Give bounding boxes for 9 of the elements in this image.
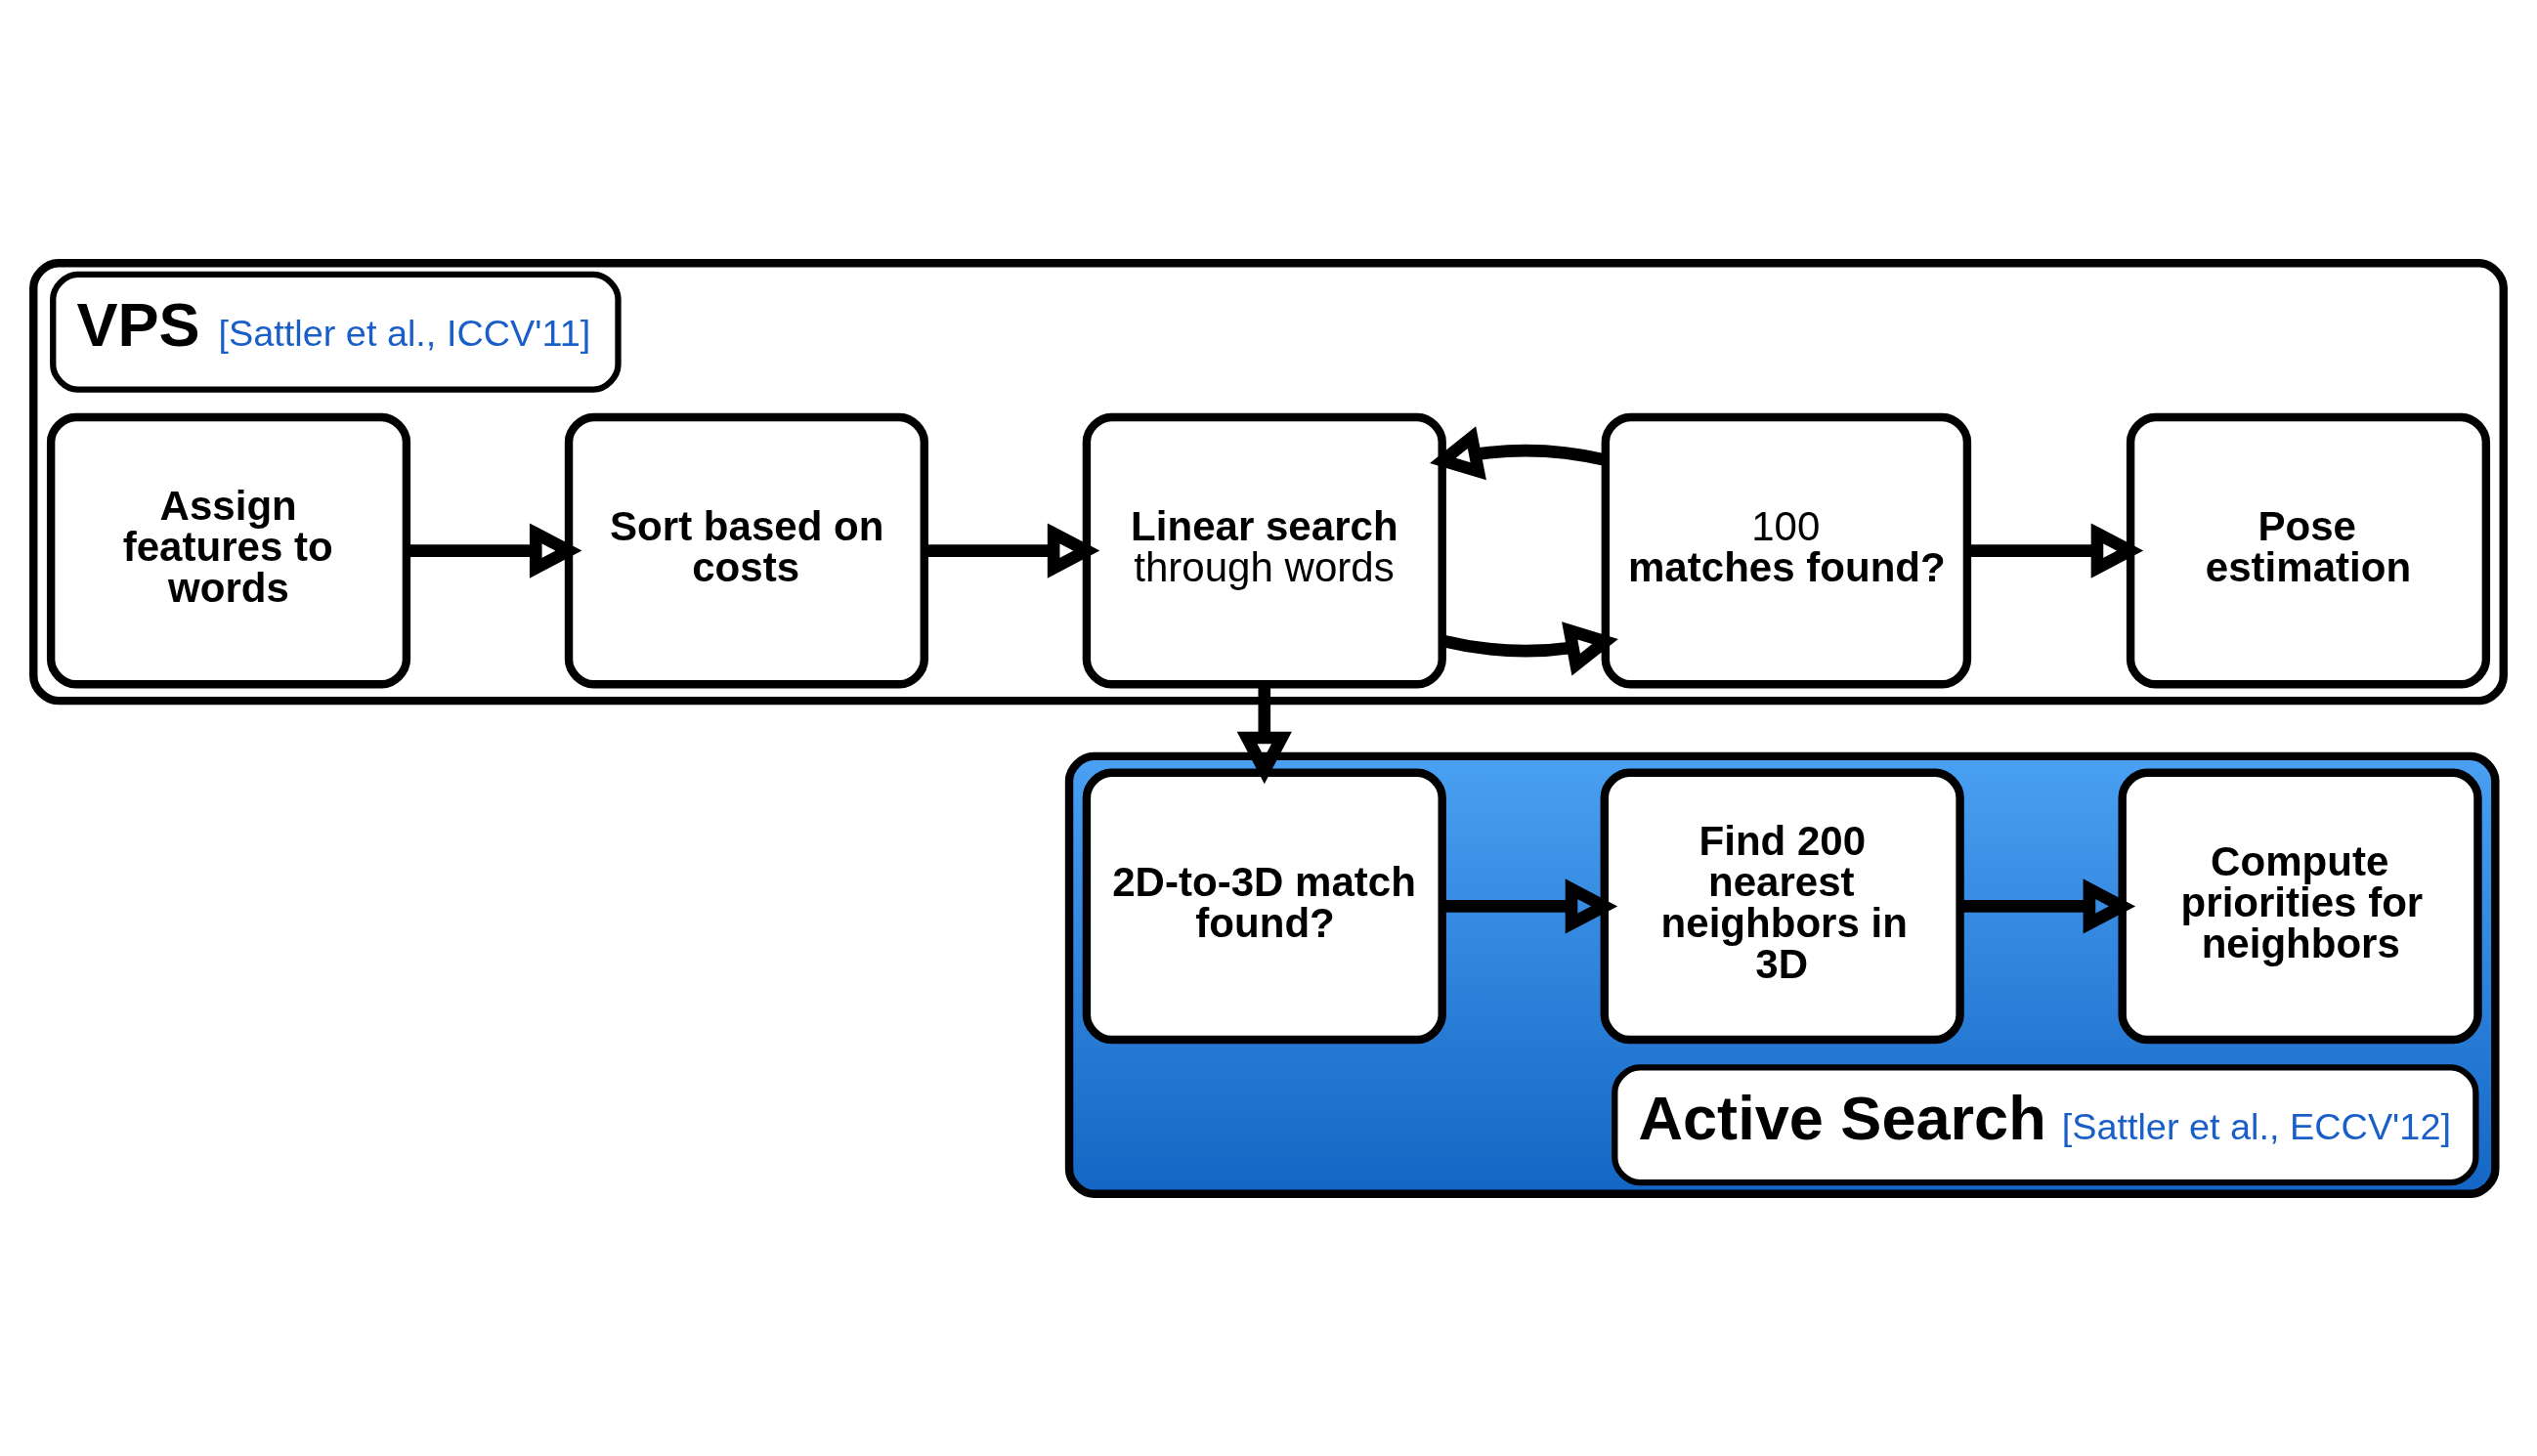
node-box: Linear search through words <box>1082 412 1446 688</box>
node-box: Pose estimation <box>2126 412 2491 688</box>
node-box: 2D-to-3D match found? <box>1082 768 1446 1044</box>
node-box: Compute priorities for neighbors <box>2118 768 2482 1044</box>
arrow <box>1236 685 1292 784</box>
node-box: 100 matches found? <box>1601 412 1972 688</box>
node-box: Assign features to words <box>46 412 411 688</box>
node-box: Sort based on costs <box>564 412 928 688</box>
node-box: Find 200 nearest neighbors in 3D <box>1600 768 1964 1044</box>
